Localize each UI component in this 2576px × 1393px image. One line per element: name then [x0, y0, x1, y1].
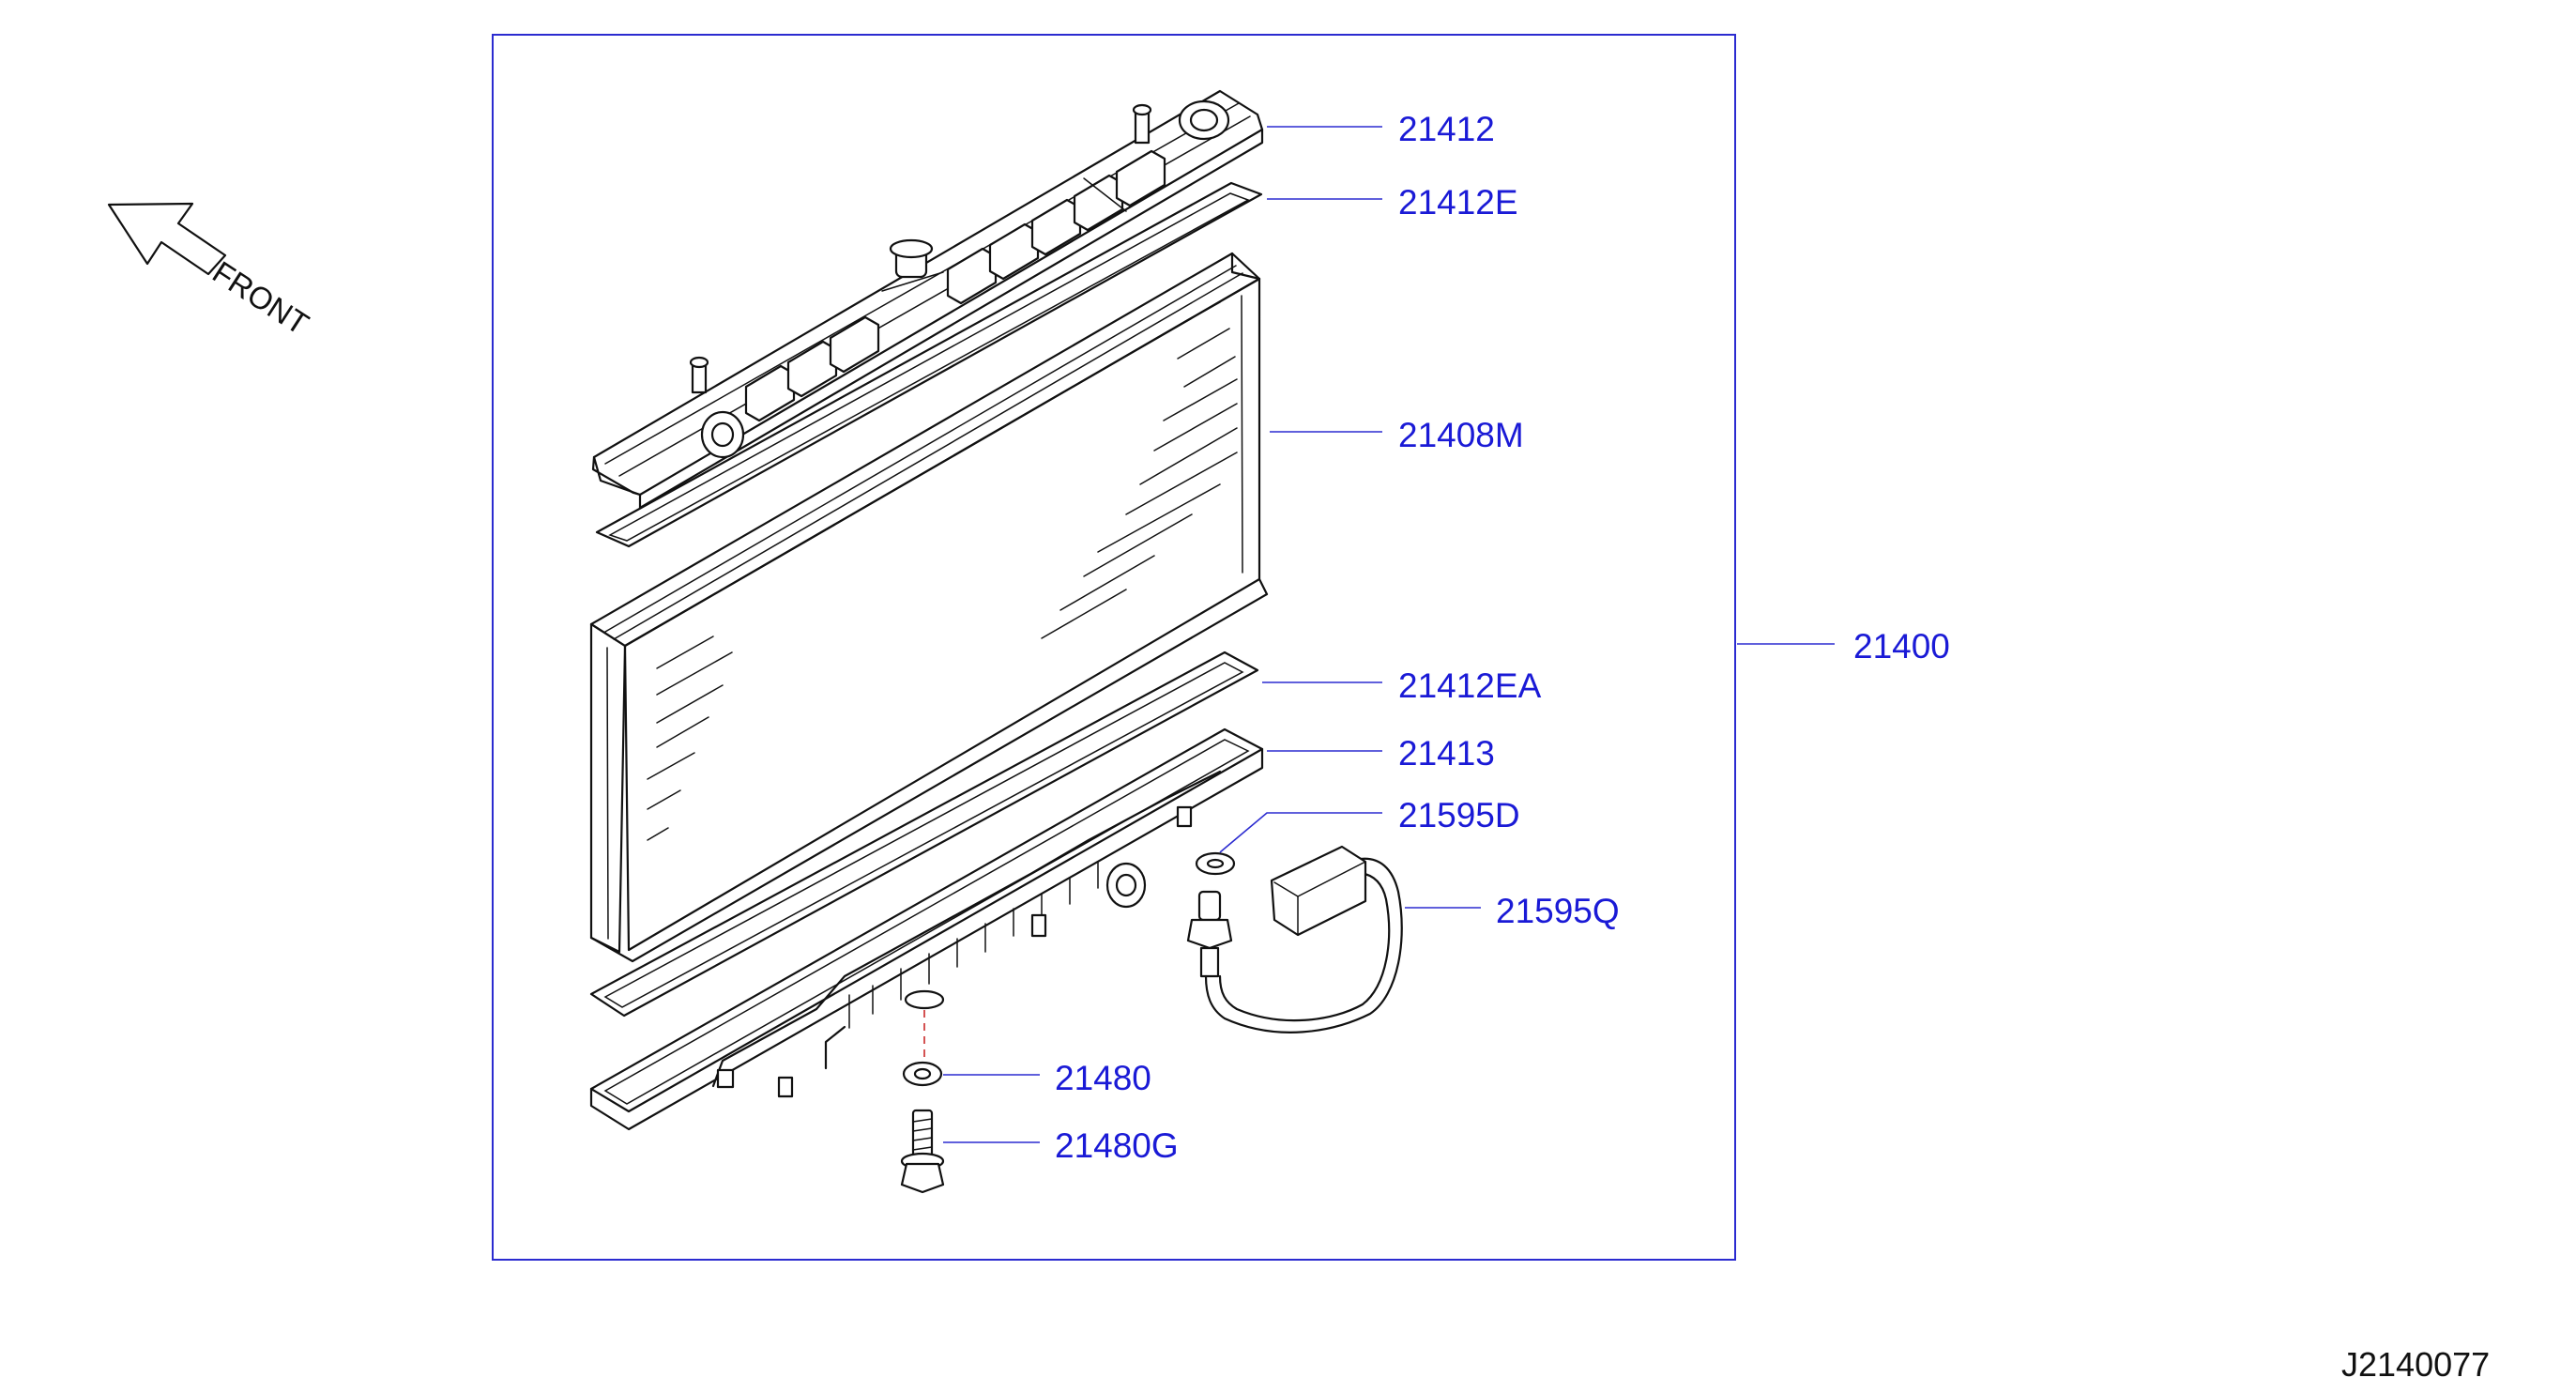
leader-21595D [1219, 812, 1382, 853]
fan-switch-harness-drawing[interactable] [1186, 845, 1403, 1033]
front-indicator: FRONT [107, 202, 315, 342]
label-21413[interactable]: 21413 [1398, 734, 1495, 773]
label-21595D[interactable]: 21595D [1398, 796, 1520, 834]
radiator-assembly-frame [492, 34, 1736, 1261]
label-21595Q[interactable]: 21595Q [1496, 892, 1620, 930]
label-21400[interactable]: 21400 [1853, 627, 1950, 666]
core-fin-hatching [647, 301, 1238, 841]
front-label: FRONT [206, 254, 314, 342]
lower-gasket-drawing[interactable] [589, 651, 1259, 1018]
drain-washer-drawing[interactable] [902, 1061, 943, 1087]
label-21412E[interactable]: 21412E [1398, 183, 1518, 222]
diagram-code: J2140077 [2341, 1345, 2490, 1384]
drain-plug-drawing[interactable] [900, 1109, 945, 1194]
switch-washer-drawing[interactable] [1195, 851, 1236, 876]
upper-gasket-drawing[interactable] [595, 181, 1263, 548]
label-21412EA[interactable]: 21412EA [1398, 666, 1542, 705]
radiator-core-drawing[interactable] [589, 252, 1269, 963]
upper-tank-drawing[interactable] [591, 89, 1264, 510]
label-21408M[interactable]: 21408M [1398, 416, 1524, 454]
callouts: 21412 21412E 21408M 21400 21412EA 21413 … [943, 110, 1950, 1165]
label-21412[interactable]: 21412 [1398, 110, 1495, 148]
lower-tank-drawing[interactable] [589, 727, 1264, 1131]
label-21480G[interactable]: 21480G [1055, 1126, 1179, 1165]
front-arrow-icon [107, 202, 227, 276]
label-21480[interactable]: 21480 [1055, 1059, 1151, 1097]
